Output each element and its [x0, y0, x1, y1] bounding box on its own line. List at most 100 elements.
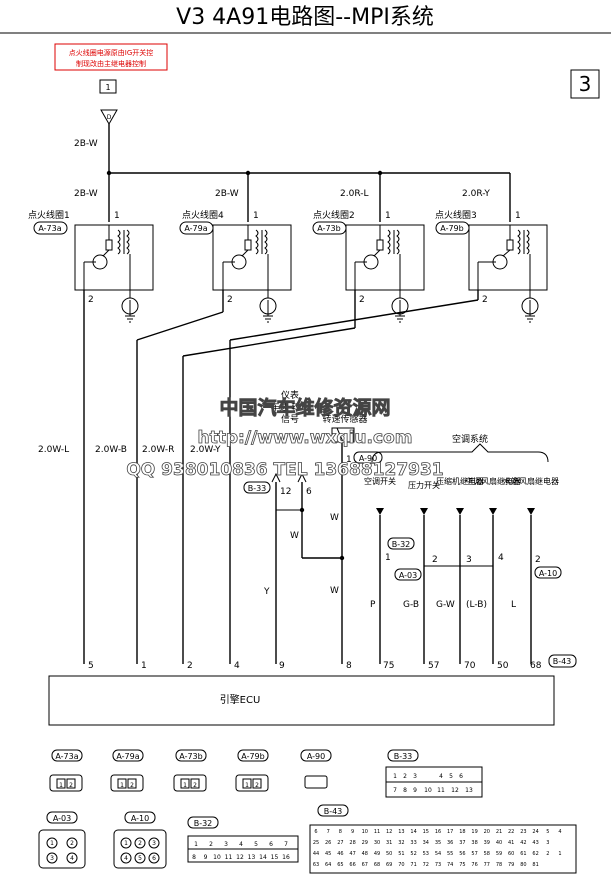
- svg-text:2: 2: [193, 782, 197, 789]
- coil3-name: 点火线圈3: [435, 209, 477, 221]
- b43-pin: 42: [520, 840, 526, 846]
- ecu-pin: 50: [497, 661, 509, 671]
- engine-ecu-box: [48, 675, 555, 726]
- b32-pin: 16: [282, 854, 290, 861]
- b43-pin: 63: [313, 862, 319, 868]
- coil4-signal-wire: [136, 311, 224, 341]
- ignition-coil-3: 点火线圈3 A-79b 1 2: [229, 209, 548, 664]
- coil3-connector: A-79b: [440, 224, 463, 233]
- b43-pin: 53: [423, 851, 429, 857]
- b32-pin: 5: [254, 841, 258, 848]
- wire-w2-label: W: [330, 513, 339, 523]
- ecu-pin: 9: [279, 661, 285, 671]
- b32-tag: [387, 537, 415, 550]
- coil3-winding-icon: [517, 229, 521, 255]
- b43-pin: 70: [398, 862, 404, 868]
- svg-text:3: 3: [152, 840, 156, 847]
- wire-w3-label: W: [330, 586, 339, 596]
- wire-w1-label: W: [290, 531, 299, 541]
- b43-pin: 80: [520, 862, 526, 868]
- coil4-pin-top: 1: [253, 211, 259, 221]
- b33-pin12: 12: [280, 487, 291, 497]
- b43-pin: 45: [325, 851, 331, 857]
- fuse-ref: 1: [105, 83, 110, 92]
- b43-pin: 15: [423, 829, 429, 835]
- b43-pin: 6: [314, 829, 317, 835]
- legend-label: B-33: [394, 752, 413, 761]
- coil3-signal-wire: [229, 299, 479, 341]
- b32-pin: 13: [248, 854, 256, 861]
- b43-pin: 2: [546, 851, 549, 857]
- ac-switch-pin: 1: [385, 553, 391, 563]
- b43-pin: 44: [313, 851, 319, 857]
- speed-sensor-label: 转速传感器: [322, 413, 367, 425]
- b43-pin: 74: [447, 862, 453, 868]
- coil4-pin-bottom: 2: [227, 295, 233, 305]
- svg-text:1: 1: [59, 782, 63, 789]
- a90-label: A-90: [359, 454, 377, 463]
- svg-text:3: 3: [50, 855, 54, 862]
- coil2-wire-label: 2.0R-L: [340, 189, 368, 199]
- legend-label: A-10: [131, 814, 149, 823]
- wire-label-w-r: 2.0W-R: [142, 445, 174, 455]
- legend-label: A-73a: [55, 752, 78, 761]
- b43-connector-icon: [309, 824, 577, 874]
- svg-text:4: 4: [439, 773, 443, 780]
- b43-pin: 27: [337, 840, 343, 846]
- b43-pin: 10: [362, 829, 368, 835]
- b43-tag: [548, 654, 577, 668]
- svg-text:1: 1: [50, 840, 54, 847]
- fuse-ref-box: [99, 79, 117, 94]
- b43-pin: 69: [386, 862, 392, 868]
- b43-pin: 67: [362, 862, 368, 868]
- a79b-connector-icon: [235, 774, 269, 792]
- b43-pin: 68: [374, 862, 380, 868]
- svg-text:2: 2: [70, 840, 74, 847]
- b43-pin: 66: [349, 862, 355, 868]
- meter-label-3: 信号: [281, 413, 299, 425]
- b43-pin: 64: [325, 862, 331, 868]
- b43-pin: 78: [496, 862, 502, 868]
- coil3-body: [468, 224, 548, 291]
- watermark-line-2: http://www.wxqiu.com: [198, 428, 413, 448]
- svg-text:2: 2: [403, 773, 407, 780]
- b43-pin: 76: [471, 862, 477, 868]
- relay-radiator-fan-name: 水箱风扇继电器: [503, 476, 559, 486]
- b43-pin: 26: [325, 840, 331, 846]
- coil1-winding-icon: [117, 229, 121, 255]
- main-wire-label: 2B-W: [74, 139, 98, 149]
- b43-pin: 16: [435, 829, 441, 835]
- speed-sensor-pin: 1: [346, 455, 352, 465]
- relay-ac-fan-name: 空调风扇继电器: [465, 476, 521, 486]
- b33-pin6: 6: [306, 487, 312, 497]
- coil1-connector-tag: [33, 221, 68, 235]
- svg-text:5: 5: [138, 855, 142, 862]
- b43-pin: 22: [508, 829, 514, 835]
- switch-pressure-name: 压力开关: [408, 480, 440, 490]
- b32-pin: 6: [269, 841, 273, 848]
- b32-pin: 8: [192, 854, 196, 861]
- relay-compressor-connector-icon: [456, 508, 464, 515]
- b43-pin: 41: [508, 840, 514, 846]
- svg-text:1: 1: [393, 773, 397, 780]
- b43-pin: 12: [386, 829, 392, 835]
- ecu-pin: 2: [187, 661, 193, 671]
- relay-radiator-fan-connector-icon: [527, 508, 535, 515]
- b43-pin: 30: [374, 840, 380, 846]
- b43-pin: 65: [337, 862, 343, 868]
- wire-y-label: Y: [263, 587, 270, 597]
- ecu-pin: 70: [464, 661, 476, 671]
- svg-text:1: 1: [120, 782, 124, 789]
- coil2-pin-bottom: 2: [359, 295, 365, 305]
- ecu-pin: 5: [88, 661, 94, 671]
- a73a-connector-icon: [49, 774, 83, 792]
- b43-pin: 8: [339, 829, 342, 835]
- coil4-winding-icon: [255, 229, 259, 255]
- watermark-line-3: QQ 938010836 TEL 13688127931: [126, 460, 443, 480]
- svg-text:8: 8: [403, 787, 407, 794]
- svg-text:7: 7: [393, 787, 397, 794]
- b32-pin: 12: [236, 854, 244, 861]
- svg-text:4: 4: [124, 855, 128, 862]
- a10-tag: [534, 566, 562, 579]
